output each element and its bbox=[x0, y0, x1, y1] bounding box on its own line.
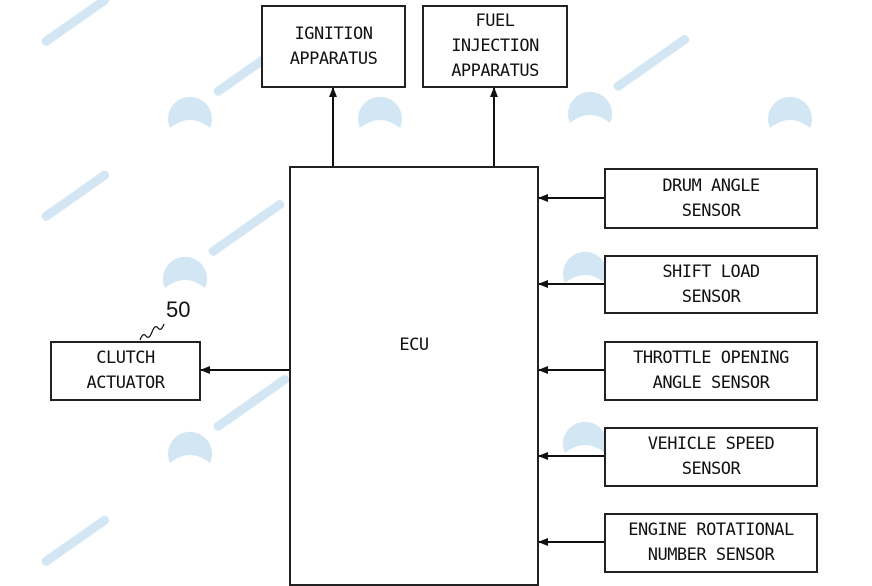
engine-rotational-number-sensor-box: ENGINE ROTATIONAL NUMBER SENSOR bbox=[604, 513, 818, 573]
watermark-logo bbox=[568, 34, 690, 123]
watermark-logo bbox=[563, 421, 607, 453]
reference-leader bbox=[139, 323, 165, 341]
watermark-stroke bbox=[41, 0, 110, 46]
watermark-logo bbox=[163, 199, 285, 288]
throttle-opening-angle-sensor-box: THROTTLE OPENING ANGLE SENSOR bbox=[604, 341, 818, 401]
fuel-injection-apparatus-box: FUEL INJECTION APPARATUS bbox=[422, 5, 568, 88]
watermark-logo bbox=[563, 251, 607, 283]
shift-load-sensor-box: SHIFT LOAD SENSOR bbox=[604, 255, 818, 314]
watermark-stroke bbox=[41, 515, 110, 566]
ignition-apparatus-box: IGNITION APPARATUS bbox=[261, 5, 406, 88]
watermark-logo bbox=[358, 96, 402, 128]
reference-number: 50 bbox=[166, 297, 191, 322]
ecu-box: ECU bbox=[289, 166, 539, 586]
watermark-stroke bbox=[41, 170, 110, 221]
watermark-logo bbox=[768, 96, 812, 128]
vehicle-speed-sensor-box: VEHICLE SPEED SENSOR bbox=[604, 427, 818, 487]
drum-angle-sensor-box: DRUM ANGLE SENSOR bbox=[604, 168, 818, 229]
watermark-logo bbox=[168, 374, 290, 463]
clutch-actuator-box: CLUTCH ACTUATOR bbox=[50, 341, 201, 401]
